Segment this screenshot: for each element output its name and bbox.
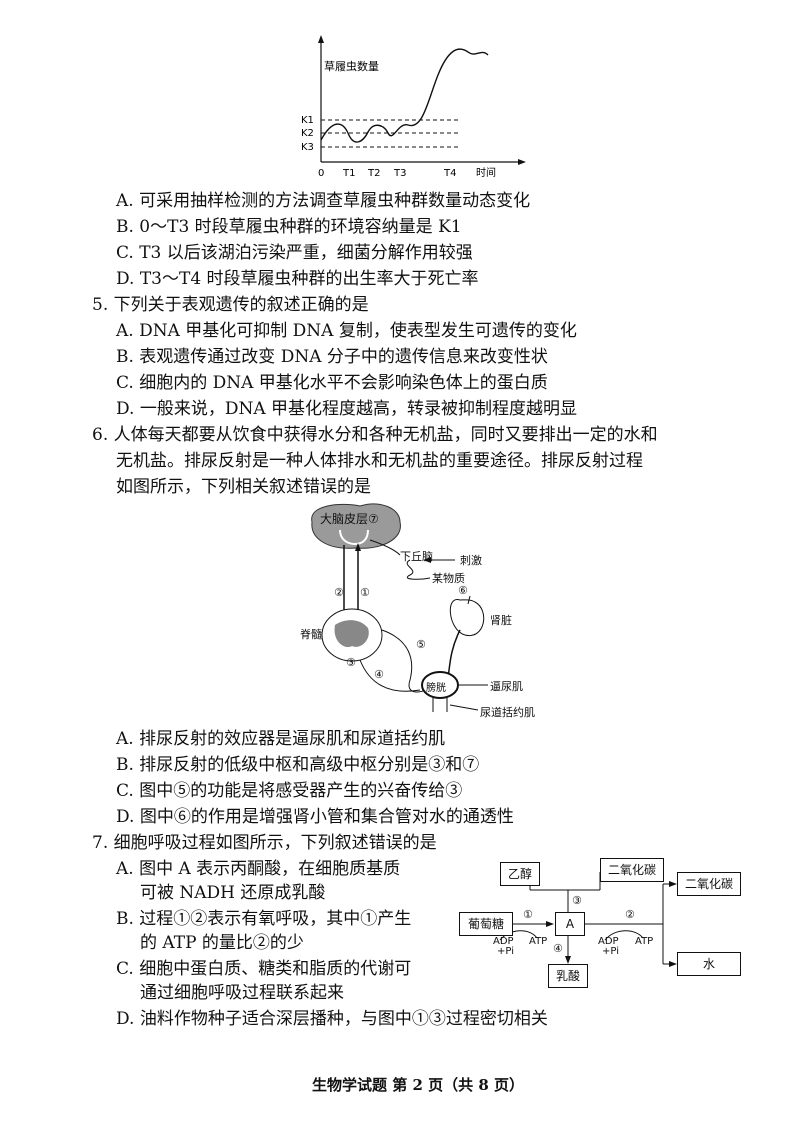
adp-label-2: ADP — [598, 936, 619, 947]
q7-option-b-line-1: B. 过程①②表示有氧呼吸，其中①产生 — [116, 909, 412, 929]
respiration-diagram: 乙醇 二氧化碳 二氧化碳 葡萄糖 A 水 乳酸 ① ② ③ ④ ADP +Pi … — [455, 852, 750, 992]
x-axis-arrow — [518, 159, 526, 165]
bladder-label: 膀胱 — [426, 683, 446, 694]
y-axis-arrow — [318, 35, 324, 43]
q6-option-b: B. 排尿反射的低级中枢和高级中枢分别是③和⑦ — [116, 755, 480, 775]
page-footer: 生物学试题 第 2 页（共 8 页） — [312, 1076, 524, 1094]
q4-option-b: B. 0～T3 时段草履虫种群的环境容纳量是 K1 — [116, 217, 462, 237]
x-tick-0: 0 — [318, 168, 324, 179]
label-step-3: ③ — [572, 894, 582, 907]
label-step-2: ② — [625, 908, 635, 921]
co2-box-b: 二氧化碳 — [677, 872, 741, 896]
water-box: 水 — [677, 952, 741, 976]
population-curve — [320, 48, 489, 143]
cortex-shape — [311, 503, 401, 549]
population-chart-svg: K1 K2 K3 0 T1 T2 T3 T4 时间 草履虫数量 — [301, 35, 526, 179]
q7-stem: 7. 细胞呼吸过程如图所示，下列叙述错误的是 — [92, 833, 437, 853]
y-tick-k2: K2 — [301, 128, 314, 139]
spinal-gray-matter — [334, 620, 369, 648]
y-axis-label: 草履虫数量 — [324, 60, 379, 73]
glucose-box: 葡萄糖 — [459, 912, 513, 936]
atp-label-2: ATP — [635, 936, 654, 947]
x-tick-t2: T2 — [367, 168, 380, 179]
atp-arc-2 — [604, 930, 644, 941]
x-tick-t3: T3 — [393, 168, 406, 179]
q6-stem-line-3: 如图所示，下列相关叙述错误的是 — [116, 477, 371, 497]
stimulus-label: 刺激 — [460, 554, 482, 567]
cortex-label: 大脑皮层⑦ — [320, 512, 379, 526]
q7-option-c-line-1: C. 细胞中蛋白质、糖类和脂质的代谢可 — [116, 959, 412, 979]
spinal-label: 脊髓 — [300, 628, 322, 641]
q4-option-a: A. 可采用抽样检测的方法调查草履虫种群数量动态变化 — [116, 191, 531, 211]
arrowhead-co2b — [669, 881, 677, 887]
atp-label-1: ATP — [529, 936, 548, 947]
q7-option-c-line-2: 通过细胞呼吸过程联系起来 — [140, 983, 344, 1003]
reflex-diagram-svg — [311, 503, 488, 712]
label-4: ④ — [374, 668, 384, 681]
detrusor-label: 逼尿肌 — [490, 680, 523, 693]
arrowhead-water — [669, 961, 677, 967]
q6-stem-line-2: 无机盐。排尿反射是一种人体排水和无机盐的重要途径。排尿反射过程 — [116, 451, 643, 471]
label-6: ⑥ — [458, 584, 468, 597]
label-2: ② — [334, 586, 344, 599]
q5-stem: 5. 下列关于表观遗传的叙述正确的是 — [92, 295, 369, 315]
q5-option-d: D. 一般来说，DNA 甲基化程度越高，转录被抑制程度越明显 — [116, 399, 578, 419]
pi-label-2: +Pi — [602, 946, 619, 957]
arrow-up — [355, 543, 361, 551]
q5-option-a: A. DNA 甲基化可抑制 DNA 复制，使表型发生可遗传的变化 — [116, 321, 577, 341]
q4-option-d: D. T3～T4 时段草履虫种群的出生率大于死亡率 — [116, 269, 479, 289]
x-tick-t1: T1 — [342, 168, 355, 179]
urethra — [432, 698, 448, 712]
nerve-4 — [359, 659, 421, 692]
label-step-4: ④ — [553, 942, 563, 955]
q6-option-a: A. 排尿反射的效应器是逼尿肌和尿道括约肌 — [116, 729, 446, 749]
hormone-squiggle — [406, 559, 431, 580]
cortex-loop — [339, 529, 369, 546]
hypothalamus-link — [369, 539, 401, 556]
adp-label-1: ADP — [493, 936, 514, 947]
lactic-box: 乳酸 — [548, 964, 588, 988]
arrowhead-lactic — [565, 956, 571, 964]
q7-option-a-line-1: A. 图中 A 表示丙酮酸，在细胞质基质 — [116, 859, 401, 879]
arrow-6 — [467, 595, 471, 605]
sphincter-pointer — [449, 704, 479, 711]
y-tick-k3: K3 — [301, 142, 314, 153]
label-3: ③ — [346, 656, 356, 669]
q5-option-c: C. 细胞内的 DNA 甲基化水平不会影响染色体上的蛋白质 — [116, 373, 548, 393]
label-1: ① — [360, 586, 370, 599]
y-tick-k1: K1 — [301, 115, 314, 126]
x-axis-label: 时间 — [476, 166, 496, 179]
stimulus-arrowhead — [423, 557, 431, 563]
q7-option-d: D. 油料作物种子适合深层播种，与图中①③过程密切相关 — [116, 1009, 548, 1029]
atp-arc-1 — [499, 930, 538, 941]
label-step-1: ① — [523, 908, 533, 921]
ureter — [447, 629, 461, 679]
q6-option-c: C. 图中⑤的功能是将感受器产生的兴奋传给③ — [116, 781, 463, 801]
x-tick-t4: T4 — [443, 168, 456, 179]
co2-box-a: 二氧化碳 — [600, 858, 664, 882]
hypothalamus-label: 下丘脑 — [400, 550, 433, 563]
pi-label-1: +Pi — [497, 946, 514, 957]
arrowhead-glucose-a — [546, 921, 554, 927]
a-box: A — [555, 912, 585, 936]
q6-option-d: D. 图中⑥的作用是增强肾小管和集合管对水的通透性 — [116, 807, 514, 827]
label-5: ⑤ — [416, 638, 426, 651]
q6-stem-line-1: 6. 人体每天都要从饮食中获得水分和各种无机盐，同时又要排出一定的水和 — [92, 425, 658, 445]
kidney-shape — [449, 599, 485, 636]
sphincter-label: 尿道括约肌 — [480, 706, 535, 719]
q5-option-b: B. 表观遗传通过改变 DNA 分子中的遗传信息来改变性状 — [116, 347, 548, 367]
substance-label: 某物质 — [432, 572, 465, 585]
reflex-diagram: 大脑皮层⑦ 下丘脑 刺激 某物质 ⑥ 肾脏 脊髓 ② ① ③ ④ ⑤ 膀胱 逼尿… — [300, 500, 570, 720]
q7-option-a-line-2: 可被 NADH 还原成乳酸 — [140, 883, 326, 903]
q7-option-b-line-2: 的 ATP 的量比②的少 — [140, 933, 304, 953]
nerve-5 — [381, 629, 436, 693]
q4-option-c: C. T3 以后该湖泊污染严重，细菌分解作用较强 — [116, 243, 473, 263]
respiration-arrows — [499, 872, 677, 967]
population-chart: K1 K2 K3 0 T1 T2 T3 T4 时间 草履虫数量 — [298, 30, 528, 190]
kidney-label: 肾脏 — [490, 614, 512, 627]
ethanol-box: 乙醇 — [500, 862, 540, 886]
